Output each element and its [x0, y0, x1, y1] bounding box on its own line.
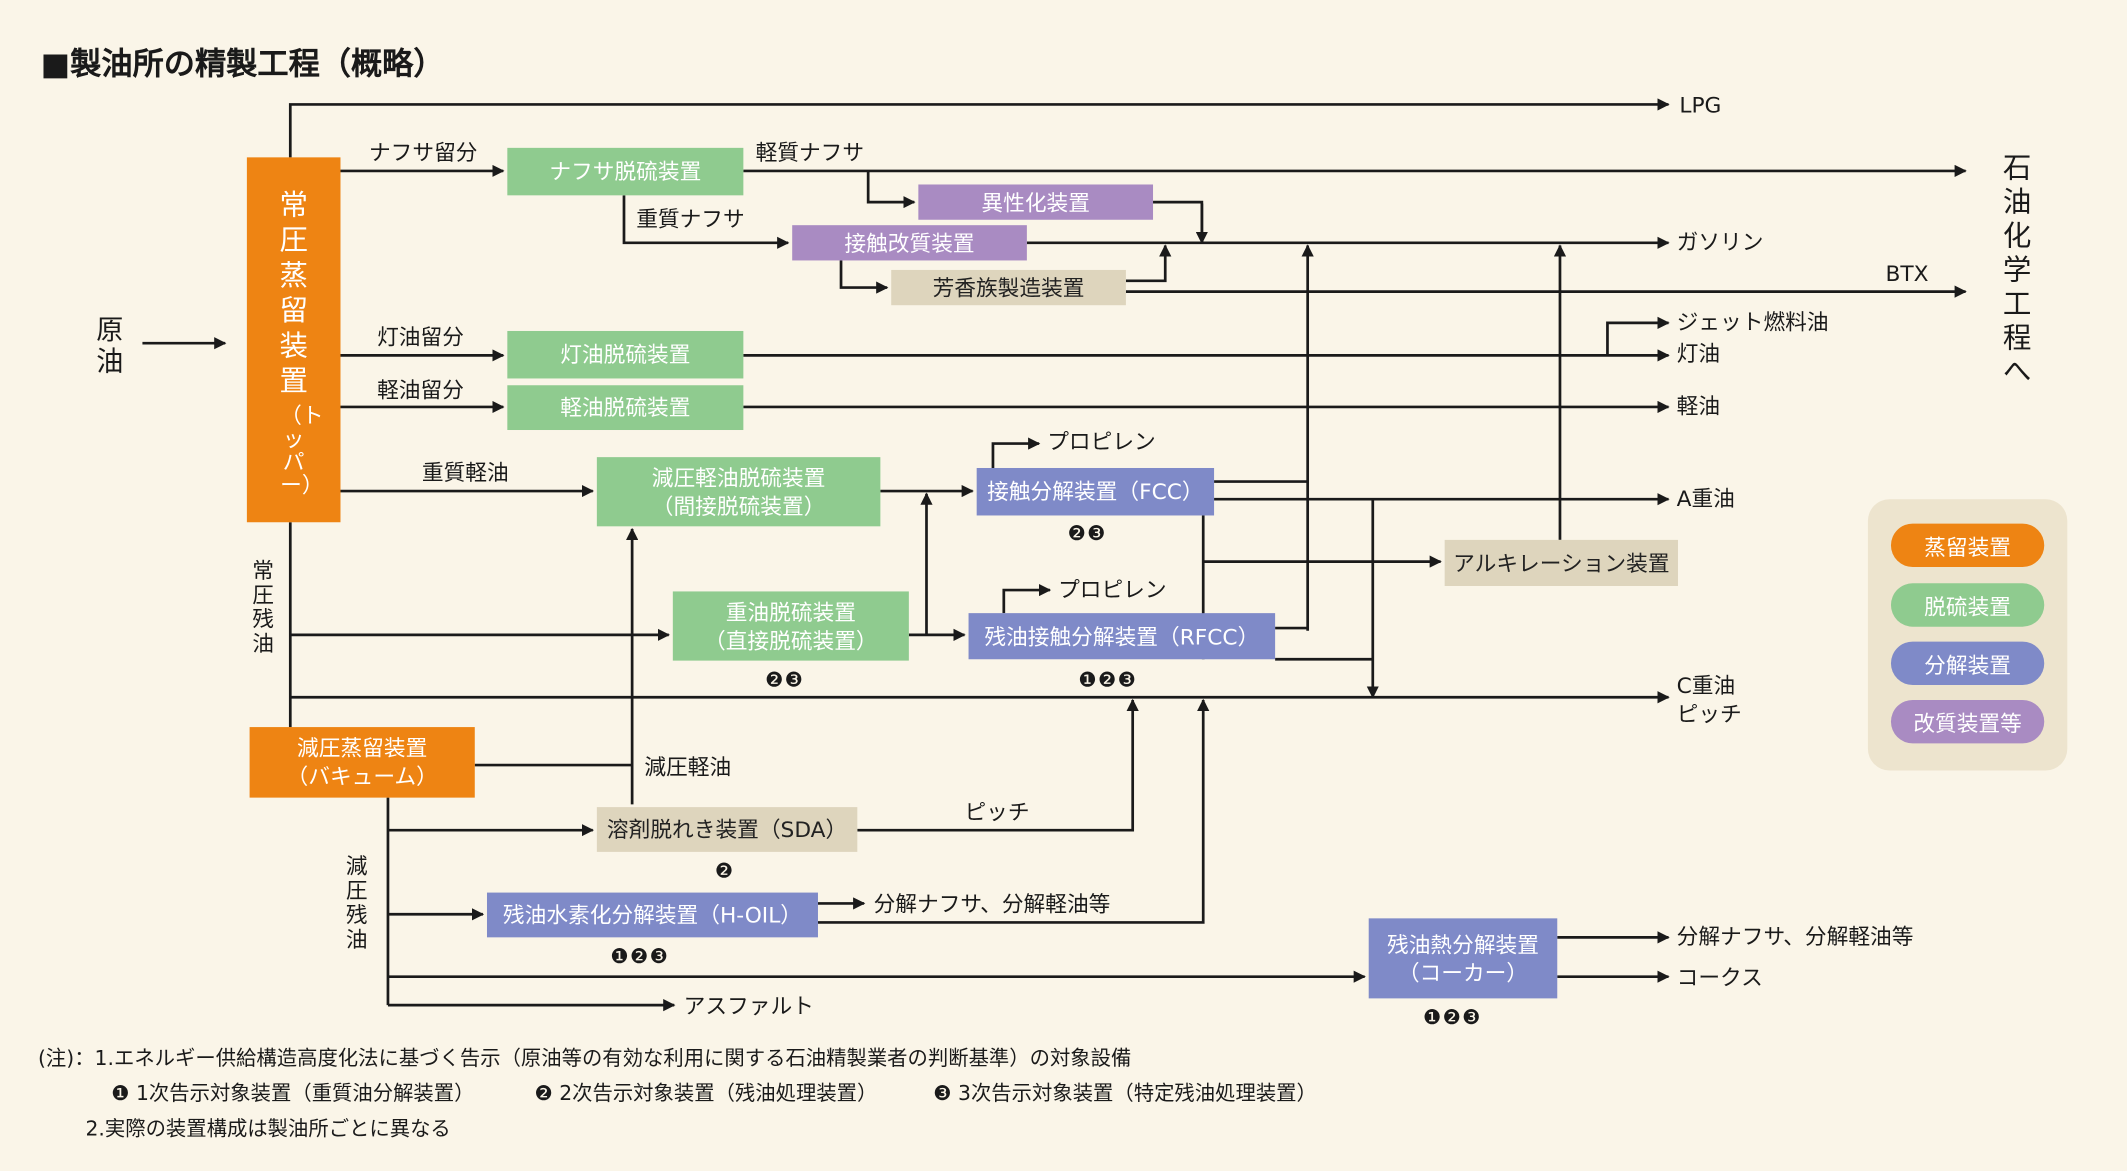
note-1b: ❷ 2次告示対象装置（残油処理装置）: [534, 1080, 877, 1107]
heavy-naphtha-label: 重質ナフサ: [636, 206, 745, 232]
crude-oil-label: 原油: [96, 313, 124, 378]
product-cracked-oils: 分解ナフサ、分解軽油等: [1676, 923, 1914, 950]
sda-unit: 溶剤脱れき装置（SDA）: [596, 807, 858, 852]
note-1a: ❶ 1次告示対象装置（重質油分解装置）: [111, 1080, 474, 1107]
product-coke: コークス: [1676, 964, 1763, 991]
note-1c-text: 3次告示対象装置（特定残油処理装置）: [958, 1081, 1317, 1106]
product-pitch: ピッチ: [1676, 701, 1742, 728]
atm-residue-label: 常圧残油: [252, 557, 275, 657]
legend-reforming: 改質装置等: [1890, 699, 2045, 744]
hoil-unit: 残油水素化分解装置（H-OIL）: [486, 892, 818, 938]
note-1: (注)：1.エネルギー供給構造高度化法に基づく告示（原油等の有効な利用に関する石…: [37, 1045, 1132, 1071]
petrochemical-destination-label: 石油化学工程へ: [2002, 151, 2032, 388]
resid-hds-label-1: 重油脱硫装置: [725, 598, 856, 625]
vacuum-label-2: （バキューム）: [286, 763, 438, 790]
hoil-badges: ❶❷❸: [610, 944, 670, 969]
product-lpg: LPG: [1679, 92, 1722, 119]
product-jet-fuel: ジェット燃料油: [1676, 309, 1829, 336]
note-1b-text: 2次告示対象装置（残油処理装置）: [559, 1081, 878, 1106]
rfcc-unit: 残油接触分解装置（RFCC）: [968, 613, 1276, 660]
atmospheric-distillation-unit: 常圧蒸留装置 （トッパー）: [246, 157, 341, 523]
heavy-gasoil-label: 重質軽油: [421, 459, 509, 486]
note-1c-mark: ❸: [933, 1081, 952, 1106]
naphtha-cut-label: ナフサ留分: [368, 139, 478, 166]
kerosene-hds-unit: 灯油脱硫装置: [507, 330, 744, 379]
legend-desulfurization: 脱硫装置: [1890, 583, 2045, 627]
legend: 蒸留装置 脱硫装置 分解装置 改質装置等: [1867, 499, 2068, 771]
product-c-fuel-oil: C重油: [1676, 672, 1736, 699]
aromatics-unit: 芳香族製造装置: [891, 269, 1126, 306]
vac-residue-label: 減圧残油: [345, 853, 368, 953]
coker-label-2: （コーカー）: [1397, 959, 1529, 986]
catalytic-reformer-unit: 接触改質装置: [792, 225, 1027, 261]
legend-cracking: 分解装置: [1890, 641, 2045, 686]
resid-hds-badges: ❷❸: [765, 667, 805, 692]
kerosene-cut-label: 灯油留分: [377, 324, 464, 350]
gasoil-cut-label: 軽油留分: [377, 377, 464, 403]
naphtha-hds-unit: ナフサ脱硫装置: [507, 147, 744, 196]
hoil-output-label: 分解ナフサ、分解軽油等: [873, 891, 1111, 917]
sda-badges: ❷: [714, 858, 735, 884]
vgo-hds-label-2: （間接脱硫装置）: [651, 493, 826, 519]
alkylation-unit: アルキレーション装置: [1444, 539, 1678, 587]
product-kerosene: 灯油: [1676, 340, 1721, 367]
topper-main-label: 常圧蒸留装置: [279, 188, 308, 398]
note-1b-mark: ❷: [534, 1081, 553, 1106]
note-2: 2.実際の装置構成は製油所ごとに異なる: [85, 1116, 451, 1141]
resid-hds-unit: 重油脱硫装置 （直接脱硫装置）: [672, 591, 909, 661]
vgo-hds-label-1: 減圧軽油脱硫装置: [651, 464, 826, 491]
note-1a-mark: ❶: [111, 1081, 130, 1106]
product-btx: BTX: [1885, 260, 1929, 287]
coker-badges: ❶❷❸: [1422, 1005, 1482, 1030]
note-1a-text: 1次告示対象装置（重質油分解装置）: [135, 1081, 475, 1106]
propylene-fcc-label: プロピレン: [1047, 428, 1156, 455]
legend-distillation: 蒸留装置: [1890, 523, 2045, 568]
fcc-badges: ❷❸: [1067, 520, 1107, 546]
vacuum-distillation-unit: 減圧蒸留装置 （バキューム）: [249, 727, 475, 798]
coker-label-1: 残油熱分解装置: [1387, 931, 1539, 958]
topper-sub-label: （トッパー）: [280, 402, 324, 498]
page-title: ■製油所の精製工程（概略）: [40, 47, 445, 83]
product-asphalt: アスファルト: [683, 992, 814, 1019]
note-1c: ❸ 3次告示対象装置（特定残油処理装置）: [933, 1080, 1317, 1107]
vacuum-label-1: 減圧蒸留装置: [297, 735, 428, 761]
coker-unit: 残油熱分解装置 （コーカー）: [1368, 918, 1558, 999]
rfcc-badges: ❶❷❸: [1078, 667, 1138, 692]
fcc-unit: 接触分解装置（FCC）: [976, 467, 1215, 516]
pitch-stream-label: ピッチ: [964, 798, 1030, 825]
product-gasoil: 軽油: [1676, 393, 1721, 420]
propylene-rfcc-label: プロピレン: [1058, 576, 1167, 603]
vac-gasoil-label: 減圧軽油: [644, 754, 732, 780]
product-a-fuel-oil: A重油: [1676, 485, 1735, 512]
vgo-hds-unit: 減圧軽油脱硫装置 （間接脱硫装置）: [596, 457, 881, 527]
product-gasoline: ガソリン: [1676, 229, 1764, 256]
gasoil-hds-unit: 軽油脱硫装置: [507, 385, 744, 431]
resid-hds-label-2: （直接脱硫装置）: [704, 627, 878, 654]
light-naphtha-label: 軽質ナフサ: [755, 139, 865, 166]
isomerization-unit: 異性化装置: [918, 184, 1154, 220]
